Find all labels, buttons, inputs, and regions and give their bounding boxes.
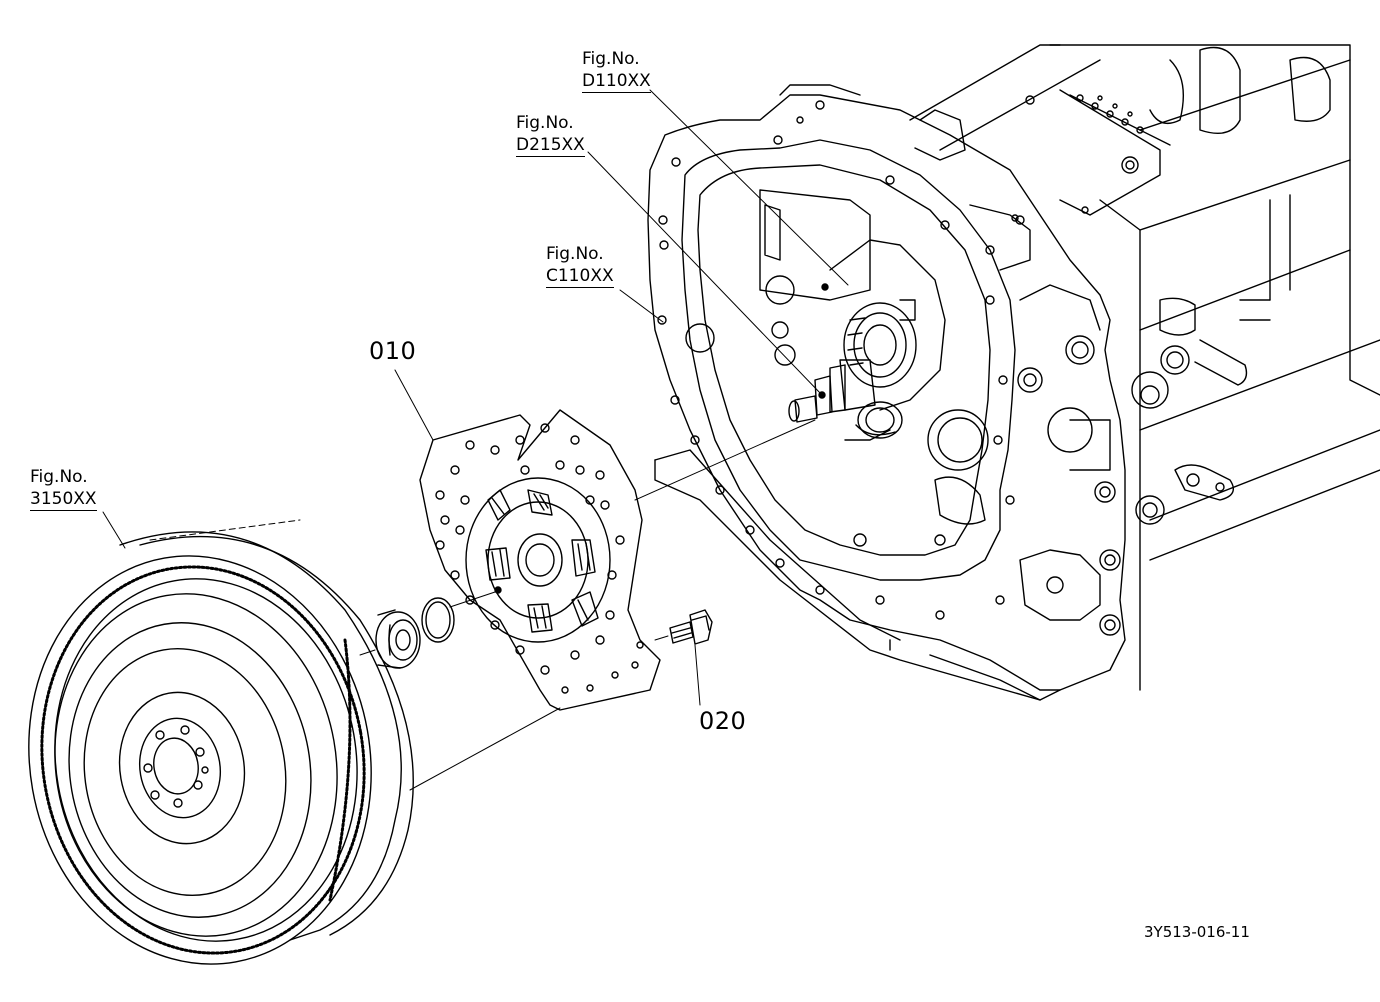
- callout-c110: Fig.No. C110XX: [546, 243, 614, 288]
- flywheel: [28, 531, 414, 965]
- drawing-number: 3Y513-016-11: [1144, 923, 1250, 941]
- part-number-010: 010: [369, 337, 417, 365]
- bolt: [669, 609, 713, 645]
- clutch-disc: [419, 409, 661, 711]
- callout-d215-fig: Fig.No.: [516, 113, 574, 133]
- callout-c110-fig: Fig.No.: [546, 244, 604, 264]
- callout-c110-code: C110XX: [546, 266, 614, 288]
- callout-3150: Fig.No. 3150XX: [30, 466, 97, 511]
- leader-lines: [102, 89, 849, 791]
- part-number-020: 020: [699, 707, 747, 735]
- callout-d110: Fig.No. D110XX: [582, 48, 651, 93]
- callout-3150-fig: Fig.No.: [30, 467, 88, 487]
- transmission-housing: [647, 44, 1380, 701]
- callout-3150-code: 3150XX: [30, 489, 97, 511]
- callout-d110-fig: Fig.No.: [582, 49, 640, 69]
- callout-d215: Fig.No. D215XX: [516, 112, 585, 157]
- callout-d215-code: D215XX: [516, 135, 585, 157]
- callout-d110-code: D110XX: [582, 71, 651, 93]
- pilot-bearing: [375, 597, 455, 669]
